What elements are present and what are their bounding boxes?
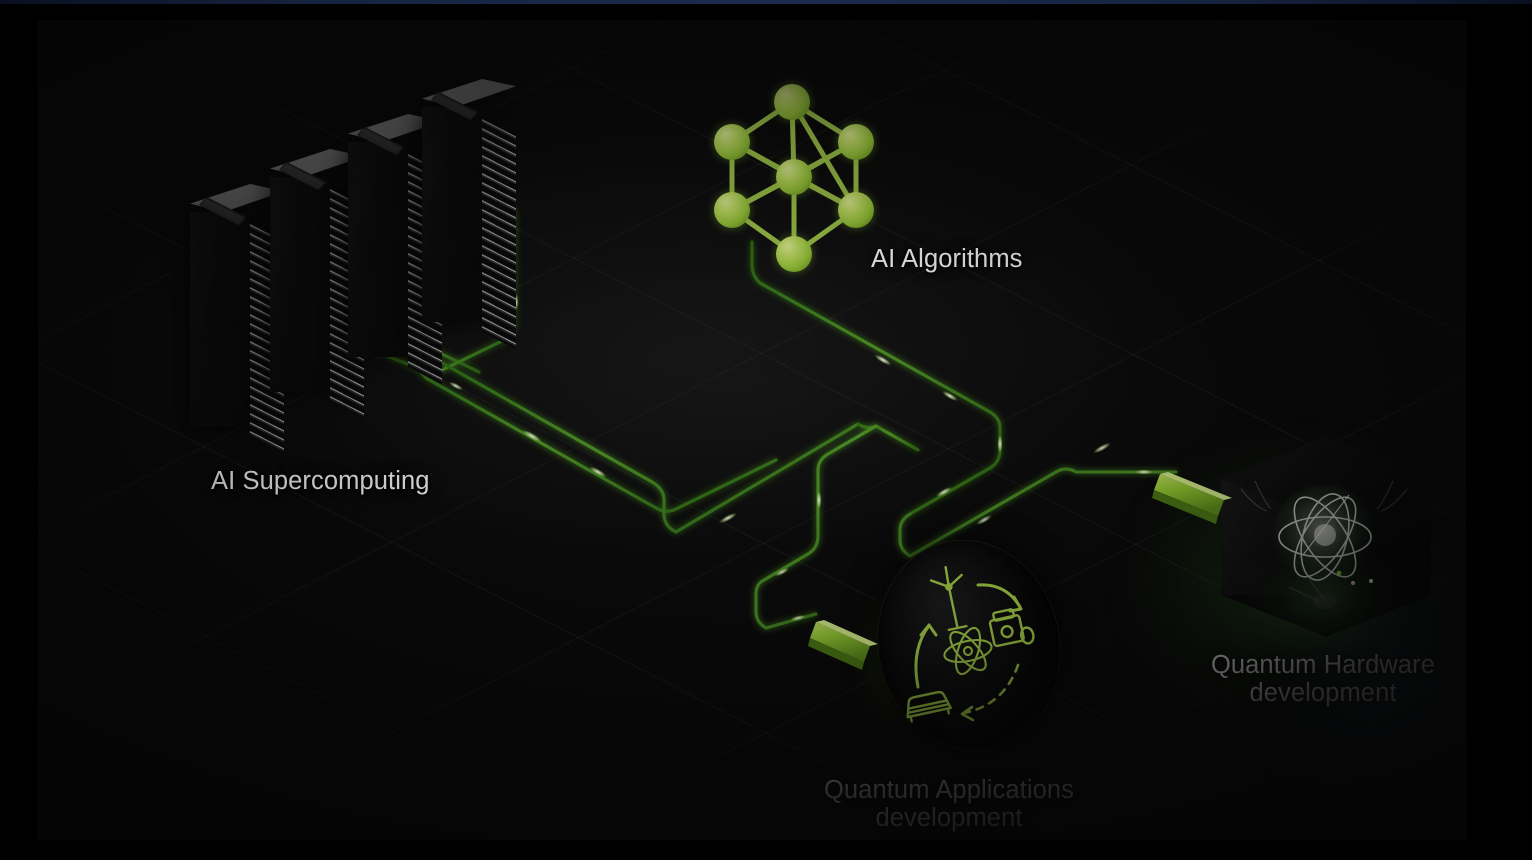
scene-vignette xyxy=(38,20,1466,840)
isometric-scene: AI Supercomputing AI Algorithms Quantum … xyxy=(38,20,1466,840)
top-edge-strip xyxy=(0,0,1532,4)
